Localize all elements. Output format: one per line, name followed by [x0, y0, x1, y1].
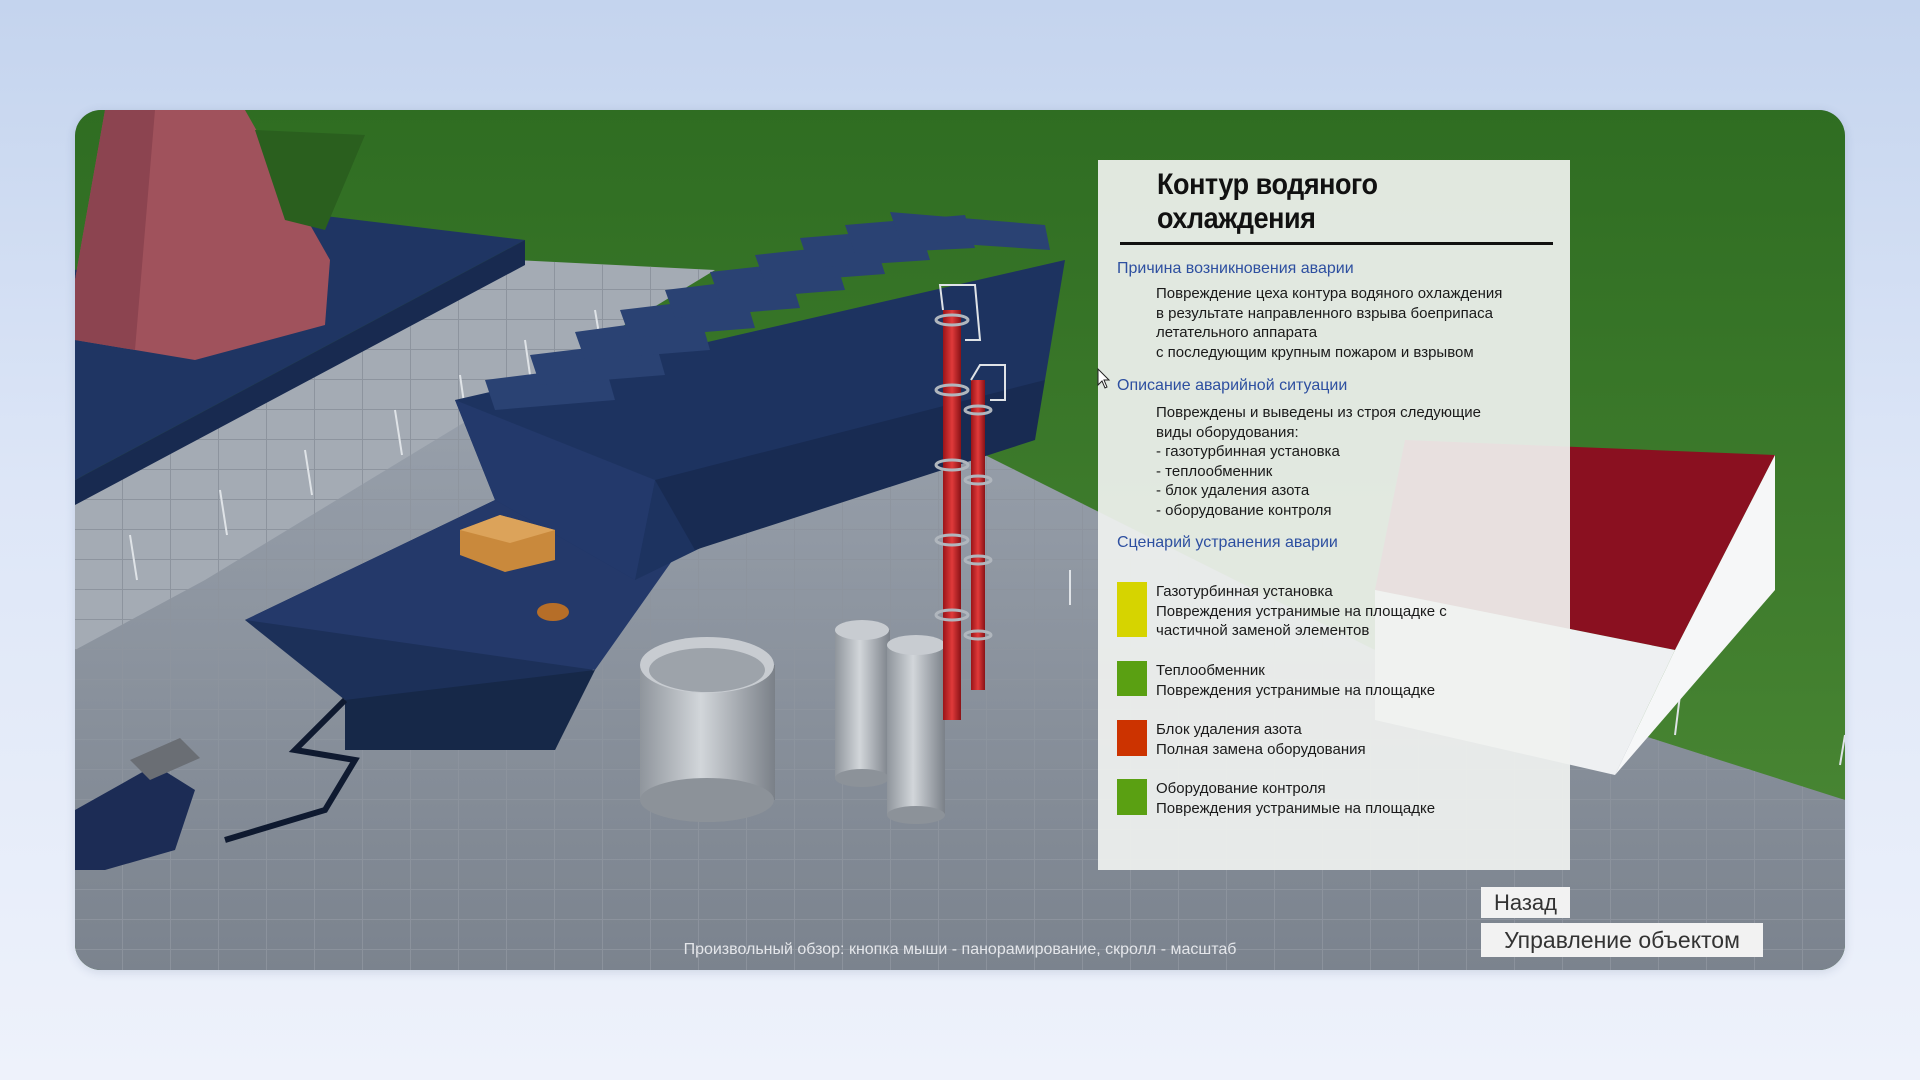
pump-box — [130, 738, 200, 780]
red-roof-building-side — [1615, 455, 1775, 775]
legend-swatch — [1117, 779, 1147, 815]
legend-desc: Полная замена оборудования — [1156, 740, 1366, 758]
legend-desc: Повреждения устранимые на площадке с час… — [1156, 602, 1447, 640]
3d-viewport[interactable]: Контур водяного охлаждения Причина возни… — [75, 110, 1845, 970]
scene-3d[interactable] — [75, 110, 1845, 970]
legend-name: Теплообменник — [1156, 662, 1265, 679]
main-hall-front — [345, 670, 595, 750]
legend-item-gas-turbine: Газотурбинная установка Повреждения устр… — [1117, 582, 1557, 642]
red-column-2 — [963, 364, 1006, 690]
back-button[interactable]: Назад — [1481, 887, 1570, 918]
incident-info-panel: Контур водяного охлаждения Причина возни… — [1098, 160, 1570, 870]
dome-vent — [537, 603, 569, 621]
tank-small-2 — [887, 635, 945, 824]
red-column-1 — [934, 284, 982, 720]
navigation-hint: Произвольный обзор: кнопка мыши - панора… — [683, 941, 1237, 958]
cooling-tower-shade — [75, 110, 155, 350]
tree — [255, 130, 365, 230]
scenario-heading: Сценарий устранения аварии — [1117, 534, 1338, 551]
cause-text: Повреждение цеха контура водяного охлажд… — [1156, 285, 1503, 361]
legend-item-control-equipment: Оборудование контроля Повреждения устран… — [1117, 779, 1557, 839]
mouse-pointer-icon — [1097, 368, 1111, 389]
legend-name: Блок удаления азота — [1156, 721, 1302, 738]
description-heading: Описание аварийной ситуации — [1117, 377, 1348, 394]
panel-title: Контур водяного охлаждения — [1157, 168, 1378, 235]
tank-small-1 — [835, 620, 890, 787]
legend-name: Газотурбинная установка — [1156, 583, 1333, 600]
object-control-button[interactable]: Управление объектом — [1481, 923, 1763, 957]
blue-platform-edge — [75, 240, 525, 505]
pipeline — [224, 697, 360, 843]
tank-large — [640, 637, 775, 822]
pump-unit — [75, 765, 195, 870]
legend-swatch — [1117, 720, 1147, 756]
cause-heading: Причина возникновения аварии — [1117, 260, 1354, 277]
description-text: Повреждены и выведены из строя следующие… — [1156, 404, 1482, 519]
title-divider — [1120, 242, 1553, 245]
legend-item-heat-exchanger: Теплообменник Повреждения устранимые на … — [1117, 661, 1557, 721]
legend-desc: Повреждения устранимые на площадке — [1156, 799, 1436, 817]
legend-name: Оборудование контроля — [1156, 780, 1326, 797]
legend-item-nitrogen-removal: Блок удаления азота Полная замена оборуд… — [1117, 720, 1557, 780]
legend-swatch — [1117, 582, 1147, 637]
legend-desc: Повреждения устранимые на площадке — [1156, 681, 1436, 699]
orange-box-top — [460, 515, 555, 543]
legend-swatch — [1117, 661, 1147, 696]
